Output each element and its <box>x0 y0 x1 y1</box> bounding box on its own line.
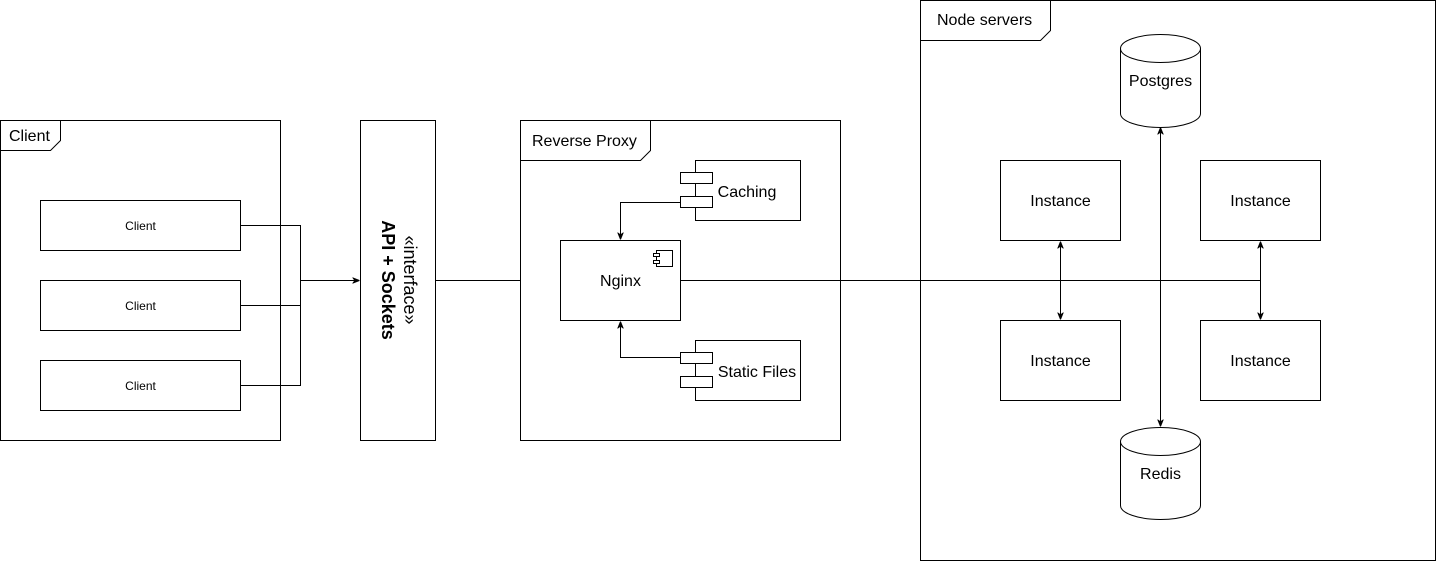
instance-box-4: Instance <box>1200 320 1321 401</box>
api-interface: «interface» API + Sockets <box>360 120 436 441</box>
client-box-label: Client <box>125 299 156 313</box>
caching-label: Caching <box>718 184 777 201</box>
client-box-1: Client <box>40 200 241 251</box>
instance-box-2: Instance <box>1200 160 1321 241</box>
interface-name: API + Sockets <box>378 220 398 340</box>
static-files-label: Static Files <box>718 364 796 381</box>
reverse-proxy-title: Reverse Proxy <box>532 133 637 150</box>
instance-box-1: Instance <box>1000 160 1121 241</box>
caching-component: Caching <box>680 160 801 221</box>
component-icon <box>653 250 673 267</box>
static-files-component: Static Files <box>680 340 801 401</box>
client-connectors <box>240 225 360 386</box>
nginx-component: Nginx <box>560 240 681 321</box>
nginx-label: Nginx <box>600 273 641 290</box>
static-files-to-nginx-arrow <box>621 322 681 358</box>
postgres-database: Postgres <box>1120 34 1201 128</box>
client-box-label: Client <box>125 219 156 233</box>
node-servers-title: Node servers <box>937 12 1032 29</box>
interface-stereotype: «interface» <box>400 235 420 324</box>
client-box-2: Client <box>40 280 241 331</box>
postgres-label: Postgres <box>1129 73 1192 90</box>
instance-label: Instance <box>1230 353 1291 370</box>
instance-label: Instance <box>1030 353 1091 370</box>
client-box-3: Client <box>40 360 241 411</box>
redis-database: Redis <box>1120 427 1201 520</box>
instance-label: Instance <box>1230 193 1291 210</box>
caching-to-nginx-arrow <box>621 202 681 240</box>
redis-label: Redis <box>1140 466 1181 483</box>
instance-label: Instance <box>1030 193 1091 210</box>
client-frame-title: Client <box>9 128 50 145</box>
client-box-label: Client <box>125 379 156 393</box>
instance-box-3: Instance <box>1000 320 1121 401</box>
